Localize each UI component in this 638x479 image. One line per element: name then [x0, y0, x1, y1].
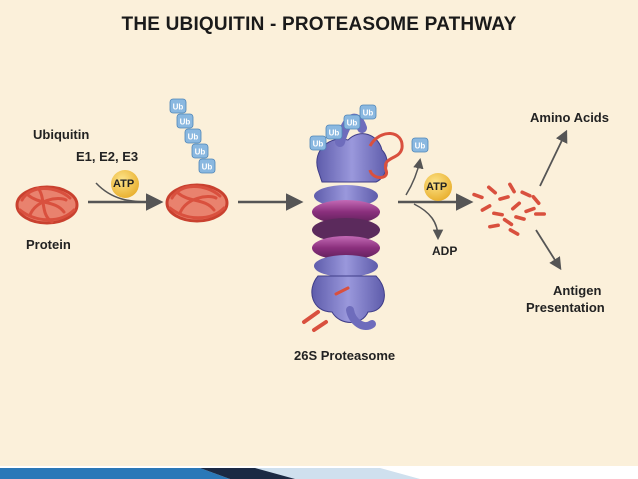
antigen-label: Antigen	[553, 283, 602, 298]
svg-text:Ub: Ub	[329, 129, 340, 138]
ubiquitin-label: Ubiquitin	[33, 127, 90, 142]
ubiquitin-tag-icon: Ub	[343, 114, 361, 130]
atp-badge-icon	[111, 170, 139, 198]
atp-right-label: ATP	[426, 181, 448, 193]
svg-text:Ub: Ub	[313, 140, 324, 149]
arrow-icon	[413, 203, 444, 241]
atp-badge-icon	[424, 173, 452, 201]
ubiquitin-tag-icon: Ub	[411, 137, 429, 153]
arrow-icon	[405, 157, 424, 196]
peptide-fragment	[502, 217, 514, 227]
arrow-icon	[539, 129, 568, 187]
ubiquitin-tag-icon: Ub	[309, 135, 327, 151]
ubiquitin-tag-icon: Ub	[169, 98, 187, 114]
ubiquitin-tag-icon: Ub	[191, 143, 209, 159]
protein-label: Protein	[26, 237, 71, 252]
presentation-label: Presentation	[526, 300, 605, 315]
amino-acids-label: Amino Acids	[530, 110, 609, 125]
peptide-fragment	[524, 206, 536, 214]
peptide-fragment	[508, 228, 520, 236]
adp-label: ADP	[432, 244, 458, 258]
ubiquitin-tag-icon: Ub	[184, 128, 202, 144]
svg-text:Ub: Ub	[202, 163, 213, 172]
arrow-icon	[95, 182, 151, 203]
peptide-fragment	[486, 185, 498, 195]
peptide-fragment	[514, 215, 526, 221]
svg-text:Ub: Ub	[173, 103, 184, 112]
peptide-fragment	[472, 192, 484, 200]
peptide-fragment	[498, 195, 510, 201]
peptide-fragment-icon	[472, 182, 546, 236]
peptide-fragment	[492, 211, 504, 217]
arrow-icon	[535, 229, 562, 271]
peptide-fragment	[510, 201, 522, 211]
peptide-fragment	[531, 194, 541, 206]
svg-text:Ub: Ub	[415, 142, 426, 151]
ubiquitin-tag-icon: Ub	[176, 113, 194, 129]
svg-text:Ub: Ub	[188, 133, 199, 142]
ubiquitinated-protein-icon	[165, 183, 229, 223]
svg-text:Ub: Ub	[195, 148, 206, 157]
peptide-fragment	[488, 223, 500, 229]
ubiquitin-tag-icon: Ub	[411, 137, 429, 153]
folded-protein-icon	[15, 185, 79, 225]
footer-bar	[0, 466, 638, 479]
svg-text:Ub: Ub	[347, 119, 358, 128]
enzymes-label: E1, E2, E3	[76, 149, 139, 164]
page-title: THE UBIQUITIN - PROTEASOME PATHWAY	[121, 14, 517, 35]
ubiquitin-tag-icon: Ub	[325, 124, 343, 140]
svg-text:Ub: Ub	[180, 118, 191, 127]
svg-text:Ub: Ub	[363, 109, 374, 118]
proteasome-label: 26S Proteasome	[294, 348, 396, 363]
ubiquitin-tag-icon: Ub	[198, 158, 216, 174]
atp-left-label: ATP	[113, 178, 135, 190]
peptide-fragment	[534, 212, 546, 216]
peptide-fragment	[520, 190, 532, 198]
ubiquitin-tag-icon: Ub	[359, 104, 377, 120]
peptide-fragment	[508, 182, 516, 194]
peptide-fragment	[480, 204, 492, 212]
